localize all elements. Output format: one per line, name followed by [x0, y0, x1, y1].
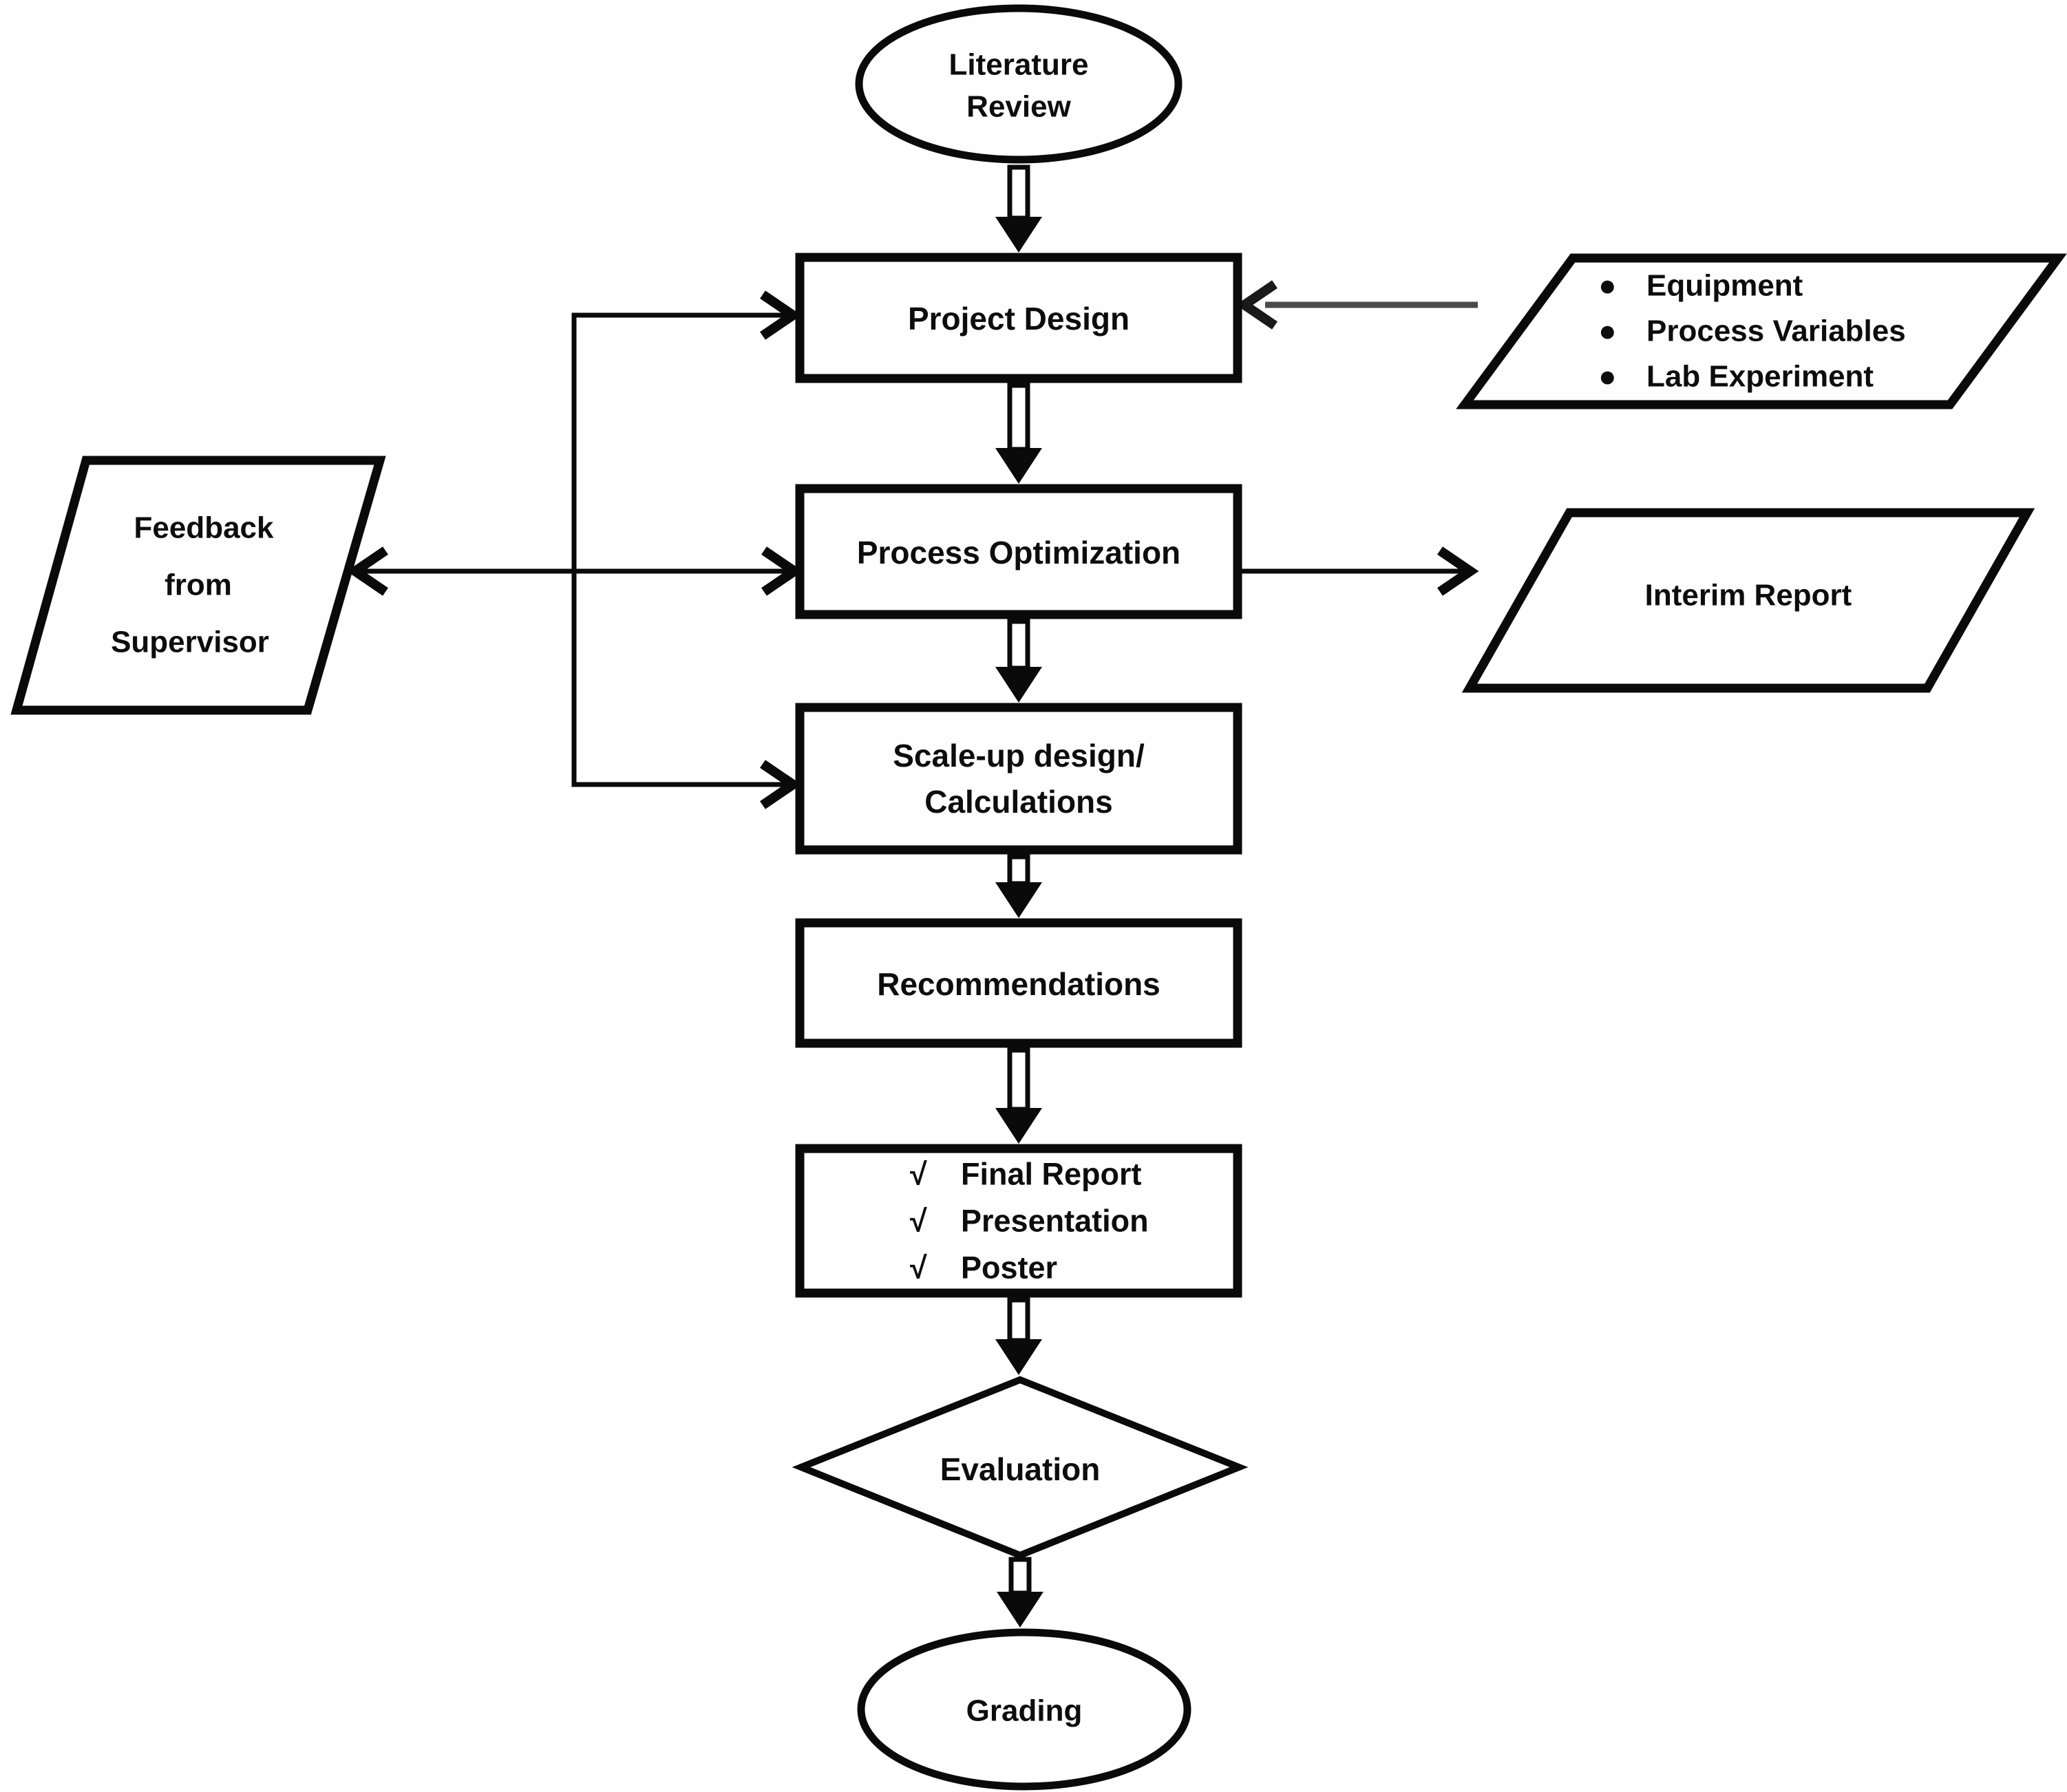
node-scale-up-design: Scale-up design/ Calculations	[795, 703, 1242, 855]
interim-report-label: Interim Report	[1645, 579, 1852, 612]
feedback-label-line1: Feedback	[134, 511, 275, 545]
node-evaluation: Evaluation	[792, 1376, 1249, 1559]
down-block-arrow-icon	[997, 1557, 1043, 1628]
project-design-shape	[795, 253, 1242, 383]
recommendations-shape	[795, 918, 1242, 1048]
down-block-arrow-icon	[995, 1047, 1042, 1144]
bullet-icon: ●	[1598, 269, 1617, 303]
literature-review-shape	[855, 4, 1183, 164]
node-grading: Grading	[857, 1628, 1191, 1791]
project-design-label: Project Design	[908, 301, 1130, 337]
node-recommendations: Recommendations	[795, 918, 1242, 1048]
arrow-head-into-process-optimization-icon	[761, 546, 803, 596]
node-interim-report: Interim Report	[1461, 508, 2035, 693]
node-process-optimization: Process Optimization	[795, 484, 1242, 619]
literature-review-label-line1: Literature	[949, 48, 1089, 82]
down-block-arrow-icon	[995, 854, 1042, 918]
deliverables-item: Poster	[961, 1250, 1057, 1286]
evaluation-label: Evaluation	[940, 1451, 1101, 1487]
scale-up-label-line1: Scale-up design/	[893, 738, 1145, 774]
check-icon: √	[910, 1250, 927, 1286]
node-feedback-from-supervisor: Feedback from Supervisor	[10, 456, 386, 715]
bullet-icon: ●	[1598, 360, 1617, 394]
feedback-from-supervisor-shape	[10, 456, 386, 715]
arrow-head-into-interim-report-icon	[1437, 546, 1479, 596]
node-design-inputs: ● Equipment ● Process Variables ● Lab Ex…	[1456, 253, 2067, 409]
down-block-arrow-icon	[995, 619, 1042, 703]
grading-label: Grading	[966, 1694, 1083, 1728]
deliverables-item: Final Report	[961, 1157, 1142, 1192]
evaluation-shape	[792, 1376, 1249, 1559]
scale-up-design-shape	[795, 703, 1242, 855]
interim-report-connector	[1236, 546, 1479, 596]
arrow-head-into-feedback-icon	[346, 546, 388, 596]
deliverables-shape	[795, 1144, 1242, 1298]
process-optimization-label: Process Optimization	[857, 535, 1180, 570]
check-icon: √	[910, 1204, 927, 1239]
process-optimization-shape	[795, 484, 1242, 619]
down-block-arrow-icon	[995, 383, 1042, 484]
node-deliverables: √ Final Report √ Presentation √ Poster	[795, 1144, 1242, 1298]
design-inputs-item: Equipment	[1646, 269, 1803, 303]
design-inputs-item: Process Variables	[1646, 314, 1906, 348]
literature-review-label-line2: Review	[966, 90, 1071, 124]
check-icon: √	[910, 1157, 927, 1192]
feedback-label-line3: Supervisor	[111, 626, 269, 659]
grading-shape	[857, 1628, 1191, 1791]
deliverables-item: Presentation	[961, 1204, 1149, 1239]
scale-up-label-line2: Calculations	[924, 784, 1113, 820]
recommendations-label: Recommendations	[877, 966, 1160, 1002]
design-inputs-connector	[1236, 280, 1478, 330]
arrow-head-into-project-design-right-icon	[1236, 280, 1278, 330]
node-project-design: Project Design	[795, 253, 1242, 383]
design-inputs-item: Lab Experiment	[1646, 360, 1874, 394]
interim-report-shape	[1461, 508, 2035, 693]
feedback-elbow-line	[571, 312, 790, 787]
feedback-loop-connectors	[346, 290, 803, 809]
bullet-icon: ●	[1598, 314, 1617, 348]
down-block-arrow-icon	[995, 1297, 1042, 1375]
arrow-head-into-scale-up-icon	[760, 760, 802, 809]
down-block-arrow-icon	[995, 164, 1042, 253]
feedback-label-line2: from	[165, 568, 232, 602]
node-literature-review: Literature Review	[855, 4, 1183, 164]
arrow-head-into-project-design-icon	[760, 290, 802, 340]
design-inputs-shape	[1456, 253, 2067, 409]
